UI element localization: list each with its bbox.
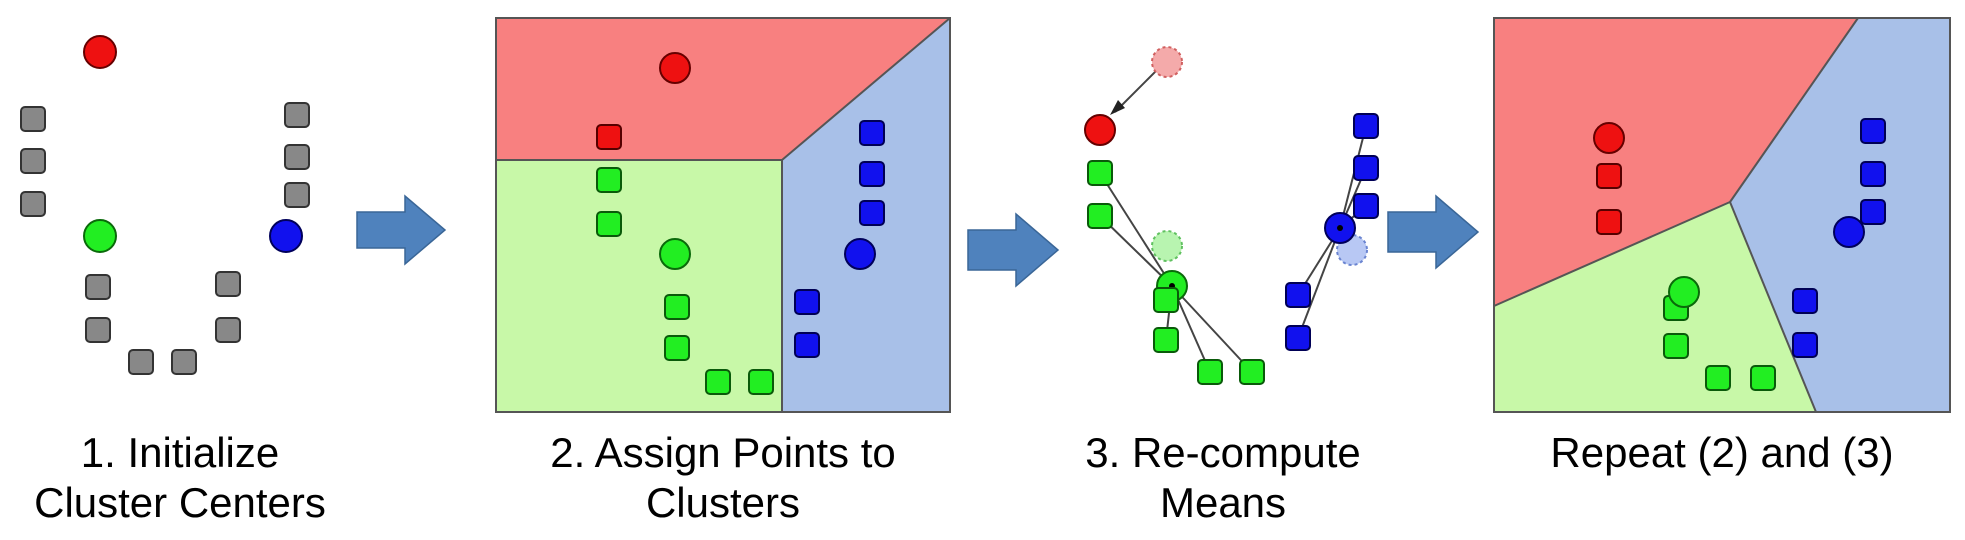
caption-initialize: 1. Initialize Cluster Centers [10, 428, 350, 528]
center-red [83, 35, 117, 69]
data-point-blue [1792, 332, 1818, 358]
data-point-blue [859, 161, 885, 187]
data-point-green [1239, 359, 1265, 385]
data-point [215, 317, 241, 343]
data-point-green [1153, 287, 1179, 313]
panel-initialize [20, 35, 310, 375]
old-center-green [1151, 230, 1183, 262]
data-point-green [1197, 359, 1223, 385]
caption-assign: 2. Assign Points to Clusters [495, 428, 951, 528]
caption-line: Means [1159, 479, 1287, 526]
caption-line: 3. Re-compute [1085, 429, 1361, 476]
data-point [20, 106, 46, 132]
caption-line: Cluster Centers [34, 479, 326, 526]
caption-line: 1. Initialize [80, 429, 280, 476]
center-green [1668, 276, 1700, 308]
data-point [85, 274, 111, 300]
region-green [496, 160, 782, 412]
data-point-red [1596, 163, 1622, 189]
data-point-green [1087, 160, 1113, 186]
center-red [1593, 122, 1625, 154]
unassigned-points [20, 102, 310, 375]
data-point-green [748, 369, 774, 395]
panel-border [495, 17, 951, 413]
data-point-blue [1353, 113, 1379, 139]
data-point [284, 144, 310, 170]
data-point-blue [1860, 161, 1886, 187]
caption-line: 2. Assign Points to [550, 429, 896, 476]
data-point [85, 317, 111, 343]
data-point-green [1087, 203, 1113, 229]
move-arrowhead [1110, 100, 1125, 115]
data-point [284, 182, 310, 208]
panel-border [1493, 17, 1951, 413]
data-point-green [596, 167, 622, 193]
data-point [171, 349, 197, 375]
data-point-red [596, 124, 622, 150]
data-point-blue [1860, 199, 1886, 225]
data-point-blue [1353, 193, 1379, 219]
panel-recompute [1084, 46, 1379, 385]
center-red [1084, 114, 1116, 146]
center-blue [269, 219, 303, 253]
center-red [659, 52, 691, 84]
data-point-green [705, 369, 731, 395]
caption-line: Repeat (2) and (3) [1550, 429, 1894, 476]
data-point-green [664, 294, 690, 320]
region-green [1494, 202, 1816, 412]
flow-arrow-step-3-to-4 [1387, 194, 1480, 270]
data-point-green [664, 335, 690, 361]
old-center-red [1151, 46, 1183, 78]
data-point-blue [794, 289, 820, 315]
data-point-blue [1353, 155, 1379, 181]
flow-arrow-step-2-to-3 [967, 212, 1060, 288]
flow-arrow-step-1-to-2 [356, 194, 447, 266]
center-blue [844, 238, 876, 270]
data-point-green [1750, 365, 1776, 391]
panel-assign [495, 17, 951, 413]
data-point-blue [1285, 325, 1311, 351]
caption-repeat: Repeat (2) and (3) [1494, 428, 1950, 478]
data-point-blue [1285, 282, 1311, 308]
data-point-blue [1860, 118, 1886, 144]
data-point [128, 349, 154, 375]
data-point [20, 191, 46, 217]
data-point [20, 148, 46, 174]
region-blue [1730, 18, 1950, 412]
data-point-blue [794, 332, 820, 358]
panel-repeat [1493, 17, 1951, 413]
data-point-blue [859, 200, 885, 226]
center-blue [1833, 216, 1865, 248]
data-point-blue [1792, 288, 1818, 314]
data-point-blue [859, 120, 885, 146]
caption-line: Clusters [645, 479, 801, 526]
data-point-green [596, 211, 622, 237]
data-point [215, 271, 241, 297]
data-point-red [1596, 209, 1622, 235]
data-point [284, 102, 310, 128]
region-red [1494, 18, 1858, 306]
caption-recompute: 3. Re-compute Means [1058, 428, 1388, 528]
data-point-green [1153, 327, 1179, 353]
center-green [83, 219, 117, 253]
center-green [659, 238, 691, 270]
data-point-green [1705, 365, 1731, 391]
data-point-green [1663, 333, 1689, 359]
